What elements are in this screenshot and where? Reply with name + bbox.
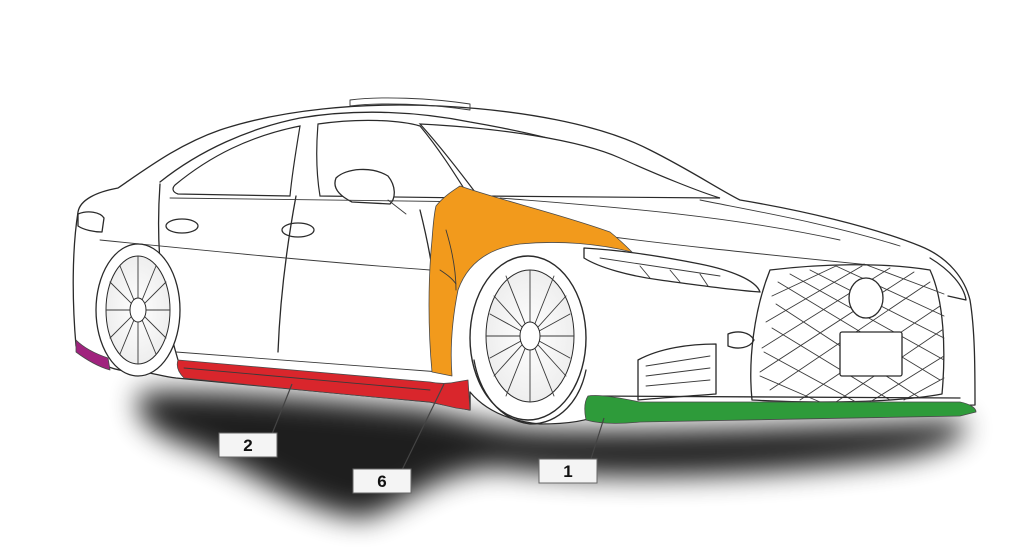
headlight (583, 247, 761, 293)
front-emblem (848, 277, 884, 319)
callout-6: 6 (352, 468, 412, 494)
callout-label-1: 1 (563, 462, 572, 481)
ground-shadow (138, 391, 966, 518)
front-lip-part (584, 395, 977, 424)
hood-line-3 (699, 199, 901, 247)
tail-light (77, 211, 105, 233)
leader-1 (589, 417, 605, 463)
rear-side-window (172, 125, 301, 197)
front-wheel (469, 255, 587, 425)
rear-lower-spoiler-part (75, 339, 111, 371)
side-mirror (334, 168, 395, 205)
rear-wheel (95, 243, 181, 377)
hood-line-1 (499, 197, 841, 241)
callout-box-1 (538, 458, 598, 484)
callout-1: 1 (538, 458, 598, 484)
front-door-handle (281, 222, 315, 238)
sunroof (349, 97, 471, 111)
aero-parts (75, 185, 977, 424)
license-plate (839, 331, 903, 377)
front-bumper-line (589, 395, 961, 399)
door-seam-middle (277, 195, 297, 353)
callout-2: 2 (218, 432, 278, 458)
fog-light (727, 331, 755, 349)
leader-6 (401, 383, 445, 471)
callout-label-2: 2 (243, 436, 252, 455)
callout-box-2 (218, 432, 278, 458)
side-skirt-part (176, 359, 471, 411)
front-intake (637, 343, 717, 401)
door-bottom-line (175, 351, 441, 373)
callout-box-6 (352, 468, 412, 494)
callout-label-6: 6 (377, 472, 386, 491)
beltline (169, 197, 481, 203)
rear-door-handle (165, 218, 199, 234)
windshield (418, 123, 721, 199)
front-fender-part (428, 185, 633, 377)
